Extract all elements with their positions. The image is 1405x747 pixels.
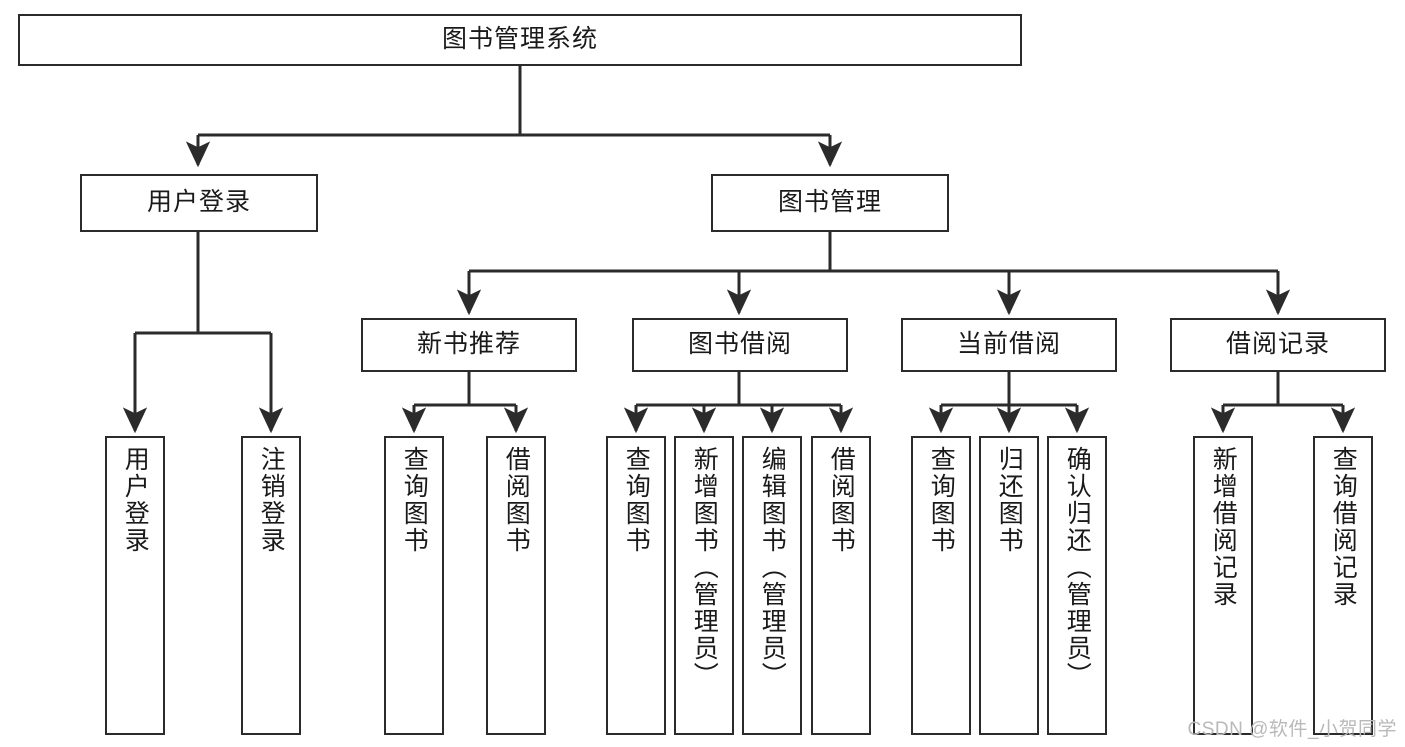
- node-label: 图书借阅: [687, 330, 792, 359]
- leaf-query-book-2[interactable]: 查询图书: [606, 436, 666, 735]
- node-label: 新书推荐: [416, 330, 521, 359]
- leaf-query-book-1[interactable]: 查询图书: [384, 436, 444, 735]
- leaf-query-record[interactable]: 查询借阅记录: [1313, 436, 1373, 735]
- node-book-manage[interactable]: 图书管理: [711, 174, 949, 232]
- leaf-borrow-book-2[interactable]: 借阅图书: [811, 436, 871, 735]
- node-book-borrow[interactable]: 图书借阅: [632, 318, 848, 372]
- node-label: 查询图书: [400, 446, 429, 554]
- node-borrow-record[interactable]: 借阅记录: [1170, 318, 1386, 372]
- leaf-user-logout[interactable]: 注销登录: [241, 436, 301, 735]
- node-new-book-recommend[interactable]: 新书推荐: [361, 318, 577, 372]
- node-label: 确认归还（管理员）: [1063, 446, 1092, 689]
- node-label: 借阅记录: [1225, 330, 1330, 359]
- node-label: 图书管理系统: [441, 25, 598, 54]
- node-label: 编辑图书（管理员）: [758, 446, 787, 689]
- node-label: 用户登录: [146, 188, 251, 217]
- leaf-edit-book[interactable]: 编辑图书（管理员）: [742, 436, 802, 735]
- node-label: 借阅图书: [502, 446, 531, 554]
- node-label: 查询图书: [622, 446, 651, 554]
- node-root-system[interactable]: 图书管理系统: [18, 14, 1022, 66]
- leaf-add-book[interactable]: 新增图书（管理员）: [674, 436, 734, 735]
- node-label: 借阅图书: [827, 446, 856, 554]
- leaf-query-book-3[interactable]: 查询图书: [911, 436, 971, 735]
- node-label: 查询图书: [927, 446, 956, 554]
- node-current-borrow[interactable]: 当前借阅: [901, 318, 1117, 372]
- node-label: 新增借阅记录: [1209, 446, 1238, 608]
- node-user-login[interactable]: 用户登录: [80, 174, 318, 232]
- node-label: 查询借阅记录: [1329, 446, 1358, 608]
- node-label: 新增图书（管理员）: [690, 446, 719, 689]
- node-label: 图书管理: [777, 188, 882, 217]
- node-label: 用户登录: [121, 446, 150, 554]
- leaf-user-login[interactable]: 用户登录: [105, 436, 165, 735]
- leaf-borrow-book-1[interactable]: 借阅图书: [486, 436, 546, 735]
- node-label: 归还图书: [995, 446, 1024, 554]
- node-label: 注销登录: [257, 446, 286, 554]
- csdn-watermark: CSDN @软件_小贺同学: [1187, 719, 1397, 740]
- node-label: 当前借阅: [956, 330, 1061, 359]
- leaf-add-record[interactable]: 新增借阅记录: [1193, 436, 1253, 735]
- leaf-confirm-return[interactable]: 确认归还（管理员）: [1047, 436, 1107, 735]
- leaf-return-book[interactable]: 归还图书: [979, 436, 1039, 735]
